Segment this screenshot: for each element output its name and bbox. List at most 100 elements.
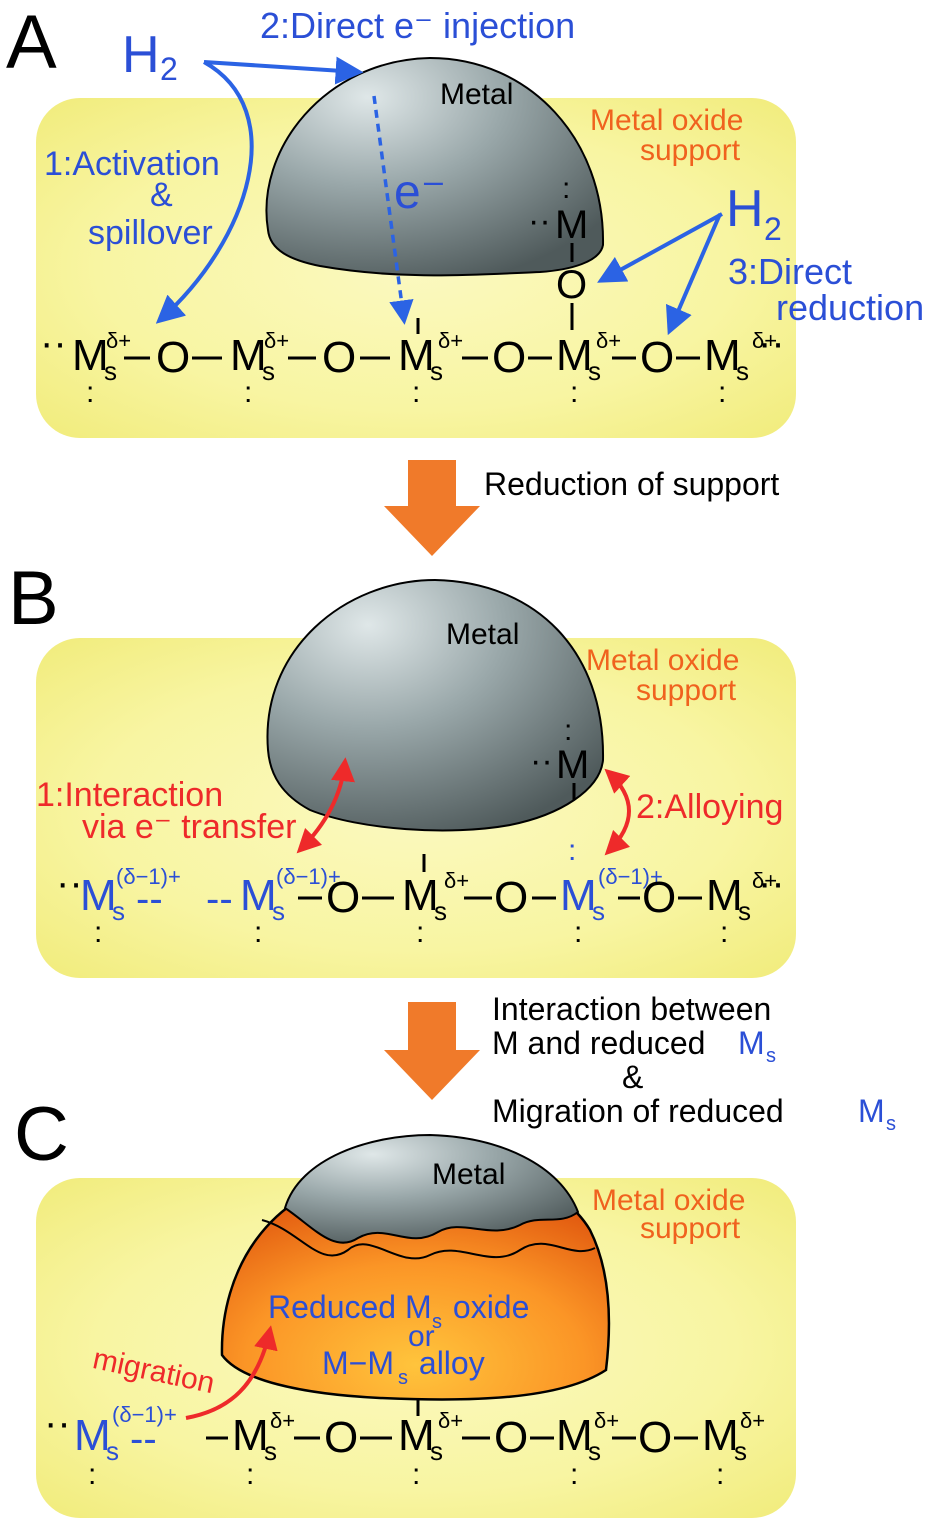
alloying-arrow — [604, 768, 631, 856]
svg-text:··: ·· — [758, 861, 785, 905]
chain-ms-b: Msδ+: — [402, 854, 469, 949]
step-arrow-bc: Interaction between M and reduced M s & … — [384, 991, 896, 1135]
svg-text:1:Interaction: 1:Interaction — [36, 776, 223, 814]
panel-c-metal-label: Metal — [432, 1158, 505, 1191]
svg-text:O: O — [494, 1413, 528, 1462]
panel-b-metal-label: Metal — [446, 618, 519, 651]
svg-text:··: ·· — [530, 742, 553, 780]
svg-text:··: ·· — [56, 861, 83, 905]
svg-text:M: M — [702, 1411, 739, 1460]
step-bc-line4: Migration of reduced M s — [492, 1093, 896, 1135]
reduced-ms-1: Ms(δ−1)+: — [240, 864, 341, 949]
step-arrow-ab: Reduction of support — [384, 460, 779, 556]
svg-text:s: s — [272, 896, 285, 926]
panel-b-interface-m: M ·· : — [530, 714, 589, 800]
svg-text::: : — [412, 1458, 420, 1491]
panel-a-support-line1: Metal oxide — [590, 104, 743, 137]
svg-text::: : — [254, 916, 262, 949]
svg-text:(δ−1)+: (δ−1)+ — [116, 864, 181, 889]
panel-c-metal-particle — [283, 1133, 580, 1244]
panel-b-letter: B — [8, 556, 59, 641]
svg-text:M: M — [560, 871, 597, 920]
chain-o-2: O — [322, 333, 356, 382]
svg-text:M: M — [556, 1411, 593, 1460]
chain-o-1: O — [156, 333, 190, 382]
svg-text:s: s — [430, 356, 443, 386]
svg-text:δ+: δ+ — [752, 868, 777, 893]
svg-text:(δ−1)+: (δ−1)+ — [112, 1402, 177, 1427]
panel-b-support-line2: support — [636, 674, 737, 707]
svg-text:M: M — [240, 871, 277, 920]
svg-text:s: s — [734, 1436, 747, 1466]
step-ab-label: Reduction of support — [484, 466, 779, 502]
svg-text:··: ·· — [528, 202, 551, 240]
svg-text:M: M — [72, 331, 109, 380]
svg-text::: : — [570, 376, 578, 409]
svg-text:3:Direct: 3:Direct — [728, 251, 852, 292]
svg-text:via e⁻ transfer: via e⁻ transfer — [82, 808, 296, 846]
path2-arrow — [203, 56, 364, 85]
svg-text:s: s — [592, 896, 605, 926]
panel-a-h2-right: H 2 — [726, 180, 782, 247]
svg-text:O: O — [494, 873, 528, 922]
step-bc-line1: Interaction between — [492, 991, 771, 1027]
path3-arrow-chain — [666, 213, 722, 336]
svg-text:s: s — [588, 356, 601, 386]
panel-c-letter: C — [14, 1092, 69, 1177]
electron-injection-arrow — [372, 95, 414, 325]
svg-text::: : — [94, 916, 102, 949]
chain-ms-1: Msδ+: — [72, 328, 131, 409]
svg-text:O: O — [642, 873, 676, 922]
svg-text:s: s — [264, 1436, 277, 1466]
svg-text::: : — [574, 916, 582, 949]
svg-text:M: M — [80, 871, 117, 920]
panel-a-letter: A — [6, 0, 57, 85]
panel-c-support-chain: ·· Ms(δ−1)+--: Msδ+: O Msδ+: O Msδ+: O M… — [44, 1400, 765, 1491]
path3-label: 3:Direct reduction — [728, 251, 924, 328]
svg-text:δ+: δ+ — [270, 1408, 295, 1433]
chain-ms-2: Msδ+: — [230, 328, 289, 409]
svg-text:O: O — [556, 263, 587, 307]
panel-a: A Metal Metal oxide support H 2 2:Direct… — [6, 0, 924, 438]
svg-text:(δ−1)+: (δ−1)+ — [598, 864, 663, 889]
svg-text:s: s — [112, 896, 125, 926]
svg-text:reduction: reduction — [776, 287, 924, 328]
svg-text:s: s — [262, 356, 275, 386]
svg-text:M: M — [556, 331, 593, 380]
path1-arrow — [155, 60, 254, 324]
svg-text:&: & — [150, 176, 173, 214]
svg-text:H: H — [726, 180, 764, 238]
svg-text:--: -- — [206, 877, 233, 921]
migration-arrow — [185, 1325, 278, 1420]
panel-b-metal-particle — [266, 578, 605, 832]
svg-text:or: or — [408, 1320, 435, 1353]
overlayer-label: Reduced M s oxide or M−M s alloy — [268, 1289, 529, 1389]
svg-text:s: s — [588, 1436, 601, 1466]
svg-text::: : — [564, 714, 572, 747]
svg-text:Migration of reduced: Migration of reduced — [492, 1093, 793, 1129]
panel-c-support-line1: Metal oxide — [592, 1184, 745, 1217]
panel-c: C Metal Metal oxide support Reduced M s … — [14, 1092, 796, 1518]
svg-text:oxide: oxide — [444, 1289, 529, 1325]
interaction-label: 1:Interaction via e⁻ transfer — [36, 776, 296, 846]
svg-text:2: 2 — [160, 51, 178, 87]
migrating-ms: Ms(δ−1)+--: — [74, 1402, 177, 1491]
svg-text:δ+: δ+ — [264, 328, 289, 353]
svg-text:δ+: δ+ — [596, 328, 621, 353]
svg-text::: : — [412, 376, 420, 409]
svg-text:s: s — [434, 896, 447, 926]
svg-text:H: H — [122, 26, 160, 84]
step-bc-amp: & — [622, 1059, 643, 1095]
chain-ms-b-end: Msδ+: — [706, 868, 777, 949]
svg-text:s: s — [106, 1436, 119, 1466]
svg-text:M: M — [858, 1093, 885, 1129]
svg-text:Reduced M: Reduced M — [268, 1289, 432, 1325]
path3-arrow-oxygen — [597, 212, 723, 283]
svg-text:s: s — [104, 356, 117, 386]
chain-o-4: O — [640, 333, 674, 382]
svg-text::: : — [720, 916, 728, 949]
svg-text:s: s — [886, 1113, 896, 1135]
svg-text:1:Activation: 1:Activation — [44, 145, 220, 183]
path1-label: 1:Activation & spillover — [44, 145, 220, 252]
panel-a-interface-m: M ·· : O — [528, 172, 588, 330]
